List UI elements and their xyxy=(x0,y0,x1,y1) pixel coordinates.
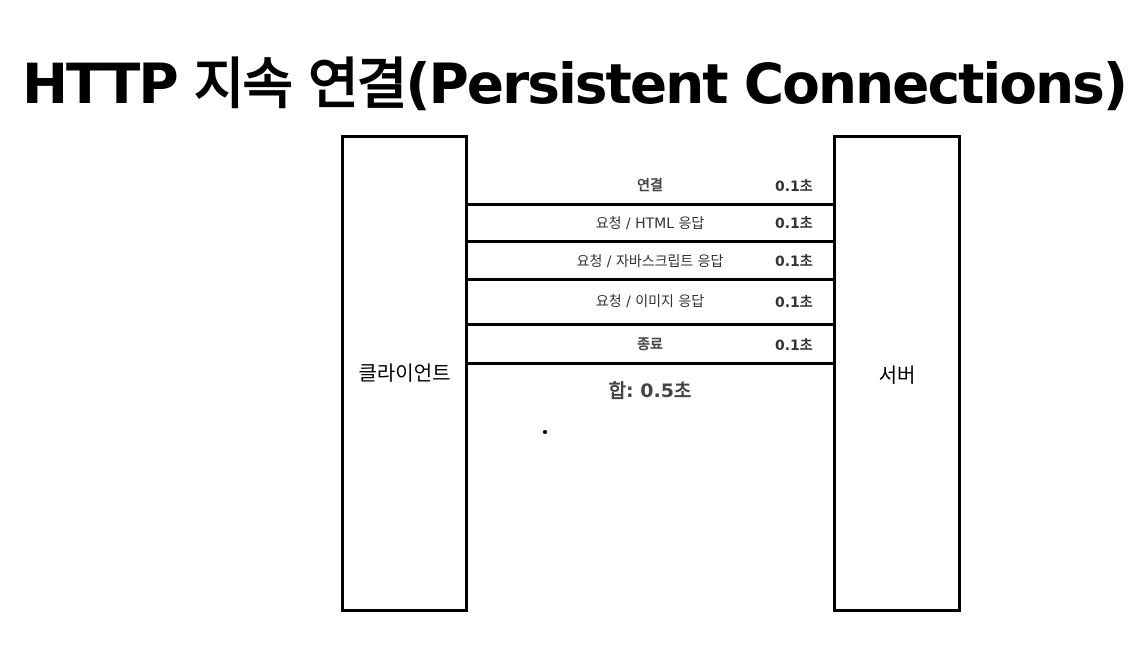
connection-line xyxy=(466,323,835,326)
step-close-time: 0.1초 xyxy=(775,338,813,354)
client-box: 클라이언트 xyxy=(341,135,468,612)
connection-line xyxy=(466,203,835,206)
connection-line xyxy=(466,362,835,365)
step-js-time: 0.1초 xyxy=(775,254,813,270)
step-html-label: 요청 / HTML 응답 xyxy=(595,216,705,232)
step-connect-time: 0.1초 xyxy=(775,179,813,195)
step-html-time: 0.1초 xyxy=(775,216,813,232)
server-label: 서버 xyxy=(878,363,916,387)
page-title: HTTP 지속 연결(Persistent Connections) xyxy=(22,52,1128,116)
client-label: 클라이언트 xyxy=(358,361,451,385)
total-time: 합: 0.5초 xyxy=(608,380,692,402)
step-close-label: 종료 xyxy=(637,337,663,353)
connection-line xyxy=(466,240,835,243)
step-js-label: 요청 / 자바스크립트 응답 xyxy=(576,254,724,270)
step-image-time: 0.1초 xyxy=(775,295,813,311)
server-box: 서버 xyxy=(833,135,961,612)
step-image-label: 요청 / 이미지 응답 xyxy=(595,294,705,310)
connection-line xyxy=(466,278,835,281)
step-connect-label: 연결 xyxy=(637,178,663,194)
dot-marker xyxy=(543,430,547,434)
